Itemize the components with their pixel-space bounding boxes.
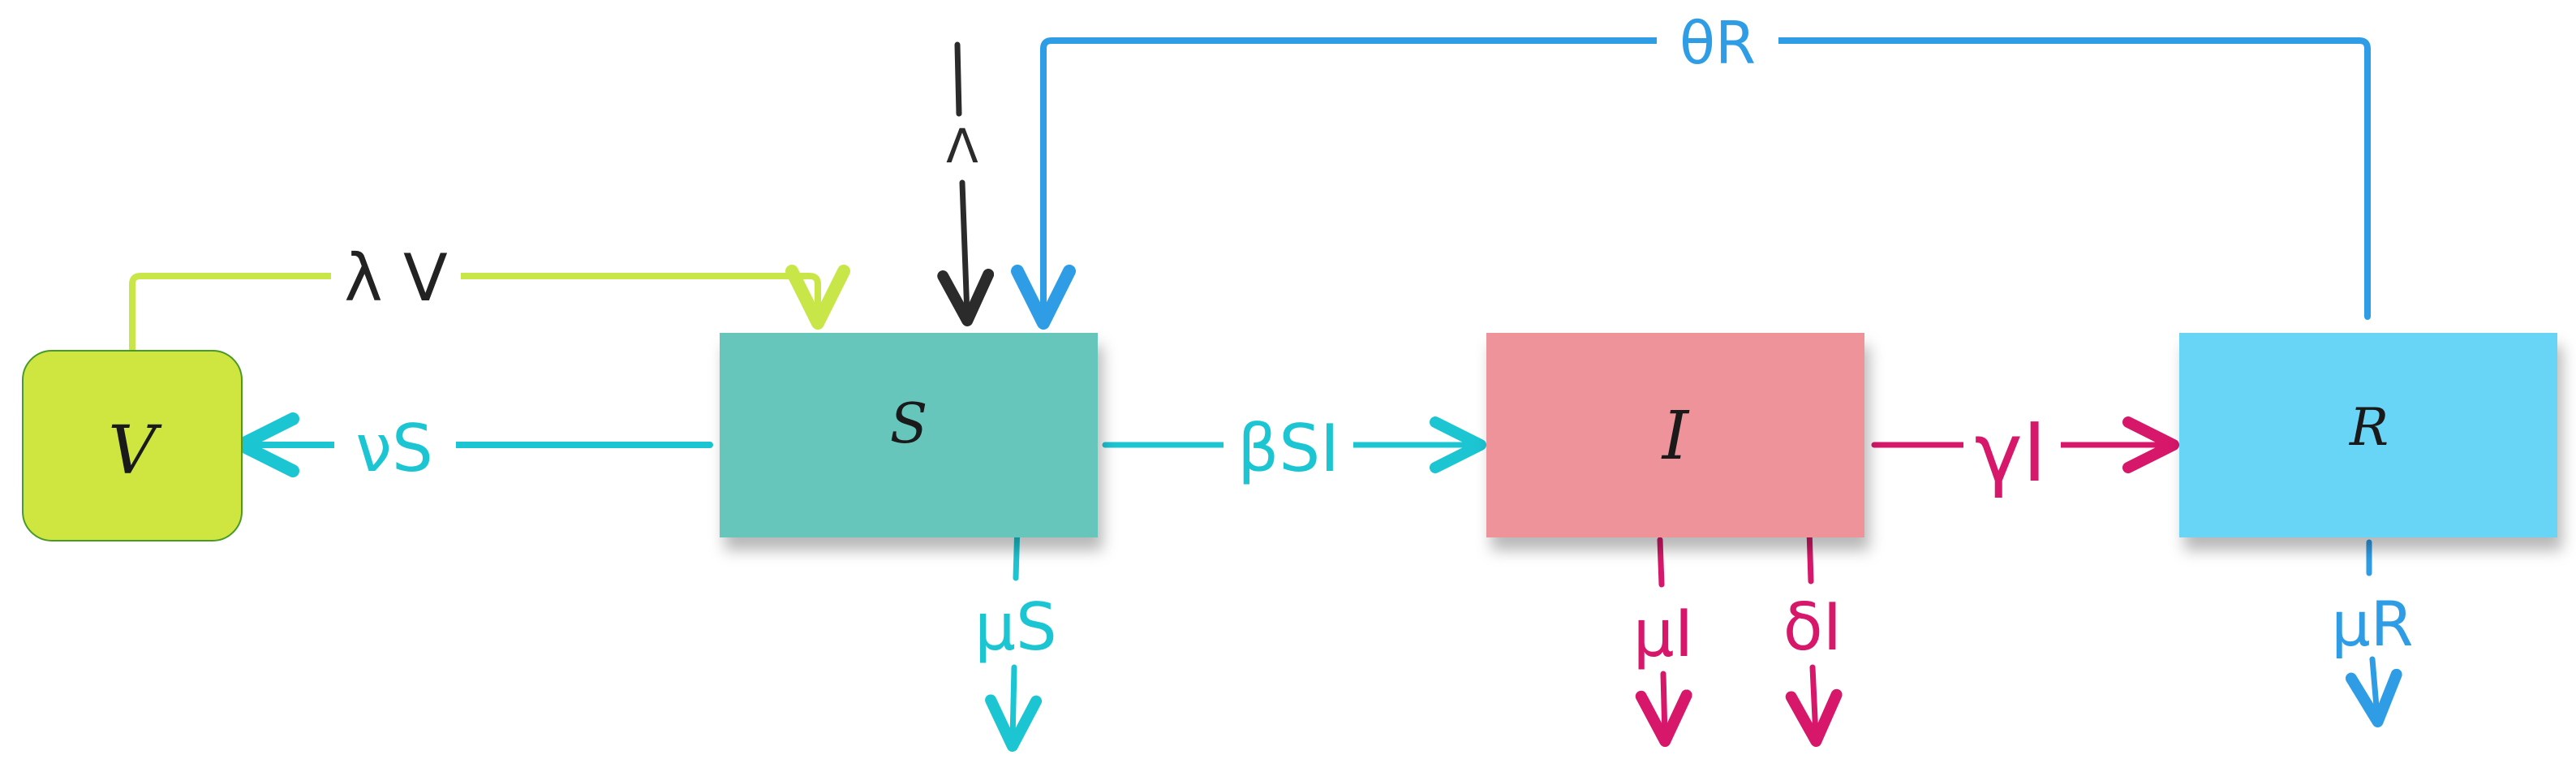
theta-r-label-bg xyxy=(1657,18,1778,67)
nu-s-label: νS xyxy=(355,411,432,486)
lambda-v-arrow xyxy=(129,265,850,352)
compartment-r: R xyxy=(2179,333,2557,537)
capital-lambda-arrow xyxy=(957,41,967,315)
theta-r-arrow xyxy=(1011,37,2371,330)
gamma-i-label-bg xyxy=(1963,406,2061,487)
mu-s-label: μS xyxy=(974,589,1057,665)
compartment-v-label: V xyxy=(108,412,162,490)
delta-i-arrow xyxy=(1809,526,1816,736)
compartment-r-box xyxy=(2179,333,2557,537)
compartment-i-box xyxy=(1486,333,1864,537)
compartment-v-box xyxy=(22,350,243,541)
compartment-v: V xyxy=(22,350,243,541)
compartment-s-label: S xyxy=(890,392,928,456)
lambda-v-label-bg xyxy=(331,244,461,310)
mu-r-label: μR xyxy=(2331,588,2413,660)
beta-si-label: βSI xyxy=(1237,411,1339,486)
lambda-v-label: λ V xyxy=(344,240,448,316)
mu-r-arrow xyxy=(2369,539,2377,716)
theta-r-label: θR xyxy=(1679,9,1756,77)
compartment-i-label: I xyxy=(1661,398,1690,475)
compartment-r-label: R xyxy=(2349,398,2389,458)
delta-i-label: δI xyxy=(1783,589,1843,665)
mu-i-label: μI xyxy=(1633,596,1694,671)
gamma-i-label: γI xyxy=(1975,405,2047,500)
capital-lambda-label: Λ xyxy=(946,119,978,174)
mu-i-arrow xyxy=(1660,537,1665,736)
beta-si-label-bg xyxy=(1223,410,1353,480)
nu-s-label-bg xyxy=(334,410,456,480)
compartment-s-box xyxy=(720,333,1098,537)
compartment-s: S xyxy=(720,333,1098,537)
compartment-i: I xyxy=(1486,333,1864,537)
